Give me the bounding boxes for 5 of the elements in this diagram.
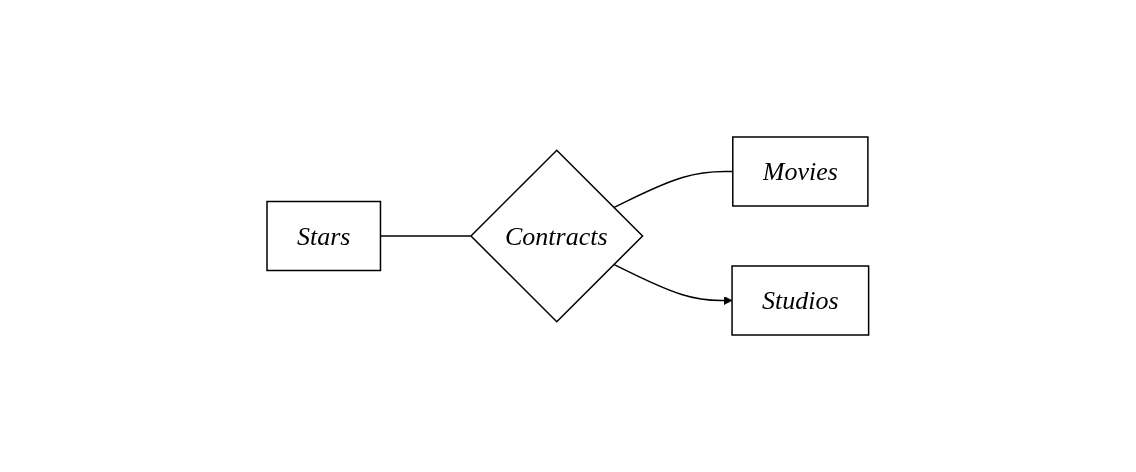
node-diamond: Contracts	[470, 149, 644, 323]
node-box: Movies	[732, 136, 869, 207]
arrow	[613, 263, 733, 305]
node-box: Studios	[731, 265, 870, 336]
node-box: Stars	[266, 200, 382, 272]
